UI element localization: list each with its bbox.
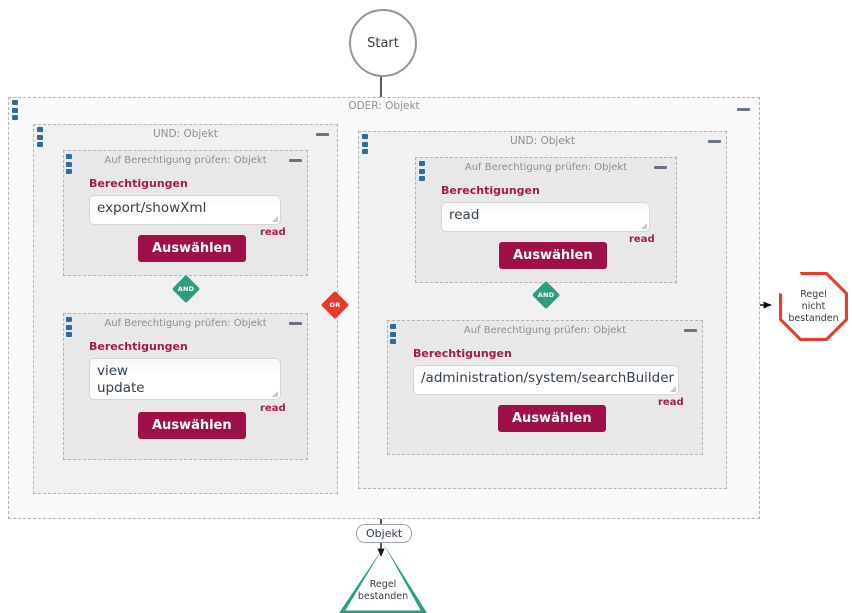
edge-label-objekt: Objekt [356, 524, 413, 543]
handle-dot [419, 168, 425, 174]
fail-label-line-3: bestanden [788, 312, 839, 324]
operator-and-left-label: AND [177, 285, 195, 293]
end-node-rule-passed[interactable]: Regel bestanden [339, 543, 427, 613]
handle-dot [37, 134, 43, 140]
minimize-und-left[interactable] [316, 133, 329, 136]
container-und-left-title: UND: Objekt [152, 128, 218, 140]
start-node-label: Start [367, 35, 399, 51]
container-und-right-title: UND: Objekt [509, 135, 575, 147]
handle-dot [419, 161, 425, 166]
check-block-1-title: Auf Berechtigung prüfen: Objekt [104, 155, 267, 166]
handle-dot [66, 332, 72, 337]
drag-handle-check-3[interactable] [419, 161, 425, 181]
handle-dot [390, 339, 396, 344]
handle-dot [66, 169, 72, 174]
check-block-2-field-label: Berechtigungen [89, 340, 188, 353]
check-block-2-select-button[interactable]: Auswählen [138, 412, 246, 439]
operator-and-right[interactable]: AND [531, 280, 561, 310]
check-block-2-permissions-input[interactable]: view update [89, 358, 281, 400]
handle-dot [12, 100, 18, 105]
check-block-1-permissions-input[interactable]: export/showXml [89, 195, 281, 225]
check-block-1-select-button[interactable]: Auswählen [138, 235, 246, 262]
check-block-4-title: Auf Berechtigung prüfen: Objekt [463, 325, 627, 336]
drag-handle-oder[interactable] [12, 100, 18, 120]
end-node-rule-passed-label: Regel bestanden [339, 579, 427, 603]
start-node[interactable]: Start [349, 9, 417, 77]
check-block-3[interactable]: Auf Berechtigung prüfen: Objekt Berechti… [415, 157, 677, 283]
end-node-rule-failed-label: Regel nicht bestanden [788, 289, 838, 325]
check-block-3-permissions-input[interactable]: read [441, 202, 650, 232]
handle-dot [362, 134, 368, 139]
handle-dot [37, 142, 43, 147]
handle-dot [66, 154, 72, 159]
handle-dot [362, 149, 368, 154]
operator-and-left[interactable]: AND [171, 274, 201, 304]
handle-dot [66, 324, 72, 330]
check-block-1-read-label: read [260, 227, 286, 238]
check-block-3-read-label: read [629, 234, 655, 245]
minimize-check-3[interactable] [654, 166, 667, 169]
end-node-rule-failed[interactable]: Regel nicht bestanden [779, 272, 848, 341]
minimize-check-4[interactable] [684, 329, 697, 332]
check-block-2[interactable]: Auf Berechtigung prüfen: Objekt Berechti… [63, 313, 308, 460]
handle-dot [390, 331, 396, 337]
drag-handle-check-2[interactable] [66, 317, 72, 337]
container-oder-title: ODER: Objekt [348, 100, 420, 112]
check-block-2-title: Auf Berechtigung prüfen: Objekt [104, 318, 267, 329]
drag-handle-und-left[interactable] [37, 127, 43, 147]
check-block-4-permissions-input[interactable]: /administration/system/searchBuilder [413, 365, 679, 395]
operator-or-middle[interactable]: OR [320, 290, 350, 320]
pass-label-line-2: bestanden [357, 591, 409, 602]
minimize-check-1[interactable] [289, 159, 302, 162]
check-block-4-field-label: Berechtigungen [413, 347, 512, 360]
handle-dot [362, 141, 368, 147]
handle-dot [419, 176, 425, 181]
handle-dot [37, 127, 43, 132]
check-block-1[interactable]: Auf Berechtigung prüfen: Objekt Berechti… [63, 150, 308, 276]
check-block-4[interactable]: Auf Berechtigung prüfen: Objekt Berechti… [387, 320, 703, 455]
handle-dot [66, 161, 72, 167]
check-block-3-select-button[interactable]: Auswählen [499, 242, 607, 269]
handle-dot [12, 107, 18, 113]
minimize-oder[interactable] [737, 108, 750, 111]
check-block-4-select-button[interactable]: Auswählen [498, 405, 606, 432]
check-block-1-field-label: Berechtigungen [89, 177, 188, 190]
check-block-3-title: Auf Berechtigung prüfen: Objekt [464, 162, 628, 173]
check-block-3-field-label: Berechtigungen [441, 184, 540, 197]
drag-handle-check-4[interactable] [390, 324, 396, 344]
fail-label-line-1: Regel [800, 288, 827, 300]
handle-dot [390, 324, 396, 329]
drag-handle-check-1[interactable] [66, 154, 72, 174]
operator-and-right-label: AND [537, 291, 555, 299]
operator-or-middle-label: OR [329, 301, 341, 309]
check-block-4-read-label: read [658, 397, 684, 408]
pass-label-line-1: Regel [369, 579, 397, 590]
check-block-2-read-label: read [260, 403, 286, 414]
drag-handle-und-right[interactable] [362, 134, 368, 154]
handle-dot [66, 317, 72, 322]
fail-label-line-2: nicht [801, 300, 826, 312]
minimize-und-right[interactable] [708, 140, 721, 143]
minimize-check-2[interactable] [289, 322, 302, 325]
handle-dot [12, 115, 18, 120]
